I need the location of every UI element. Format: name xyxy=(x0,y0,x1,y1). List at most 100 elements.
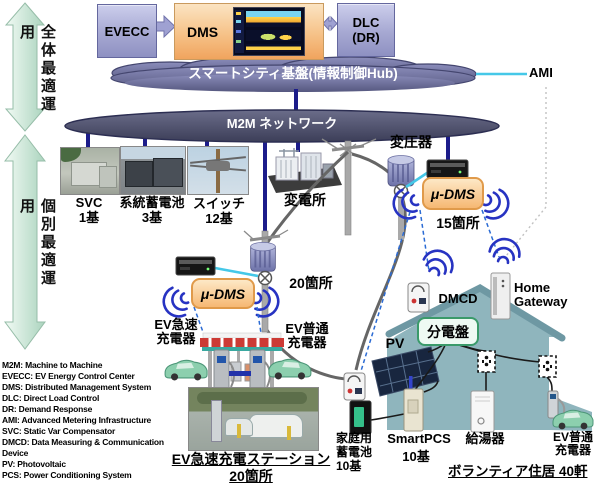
legend-line: AMI: Advanced Metering Infrastructure xyxy=(2,415,152,425)
photo-bollard xyxy=(237,424,241,438)
svc-label: SVC xyxy=(75,195,103,210)
photo-trees xyxy=(61,148,81,162)
switch-count: 12基 xyxy=(205,211,233,226)
mu-dms-15-box: μ-DMS xyxy=(422,177,484,210)
mu-dms-15-count: 15箇所 xyxy=(436,215,480,231)
home-battery-count: 10基 xyxy=(336,459,362,473)
legend-line: DLC: Direct Load Control xyxy=(2,393,100,403)
grid-battery-count: 3基 xyxy=(141,210,163,225)
transformer-label: 変圧器 xyxy=(390,134,432,150)
individual-optimization-arrow xyxy=(3,134,47,350)
photo-switchgear xyxy=(206,161,230,171)
home-gateway-device xyxy=(490,272,511,320)
dmcd-label: DMCD xyxy=(438,291,478,306)
substation-label: 変電所 xyxy=(284,192,326,208)
dlc-label-line1: DLC xyxy=(352,15,380,30)
legend-line: PV: Photovoltaic xyxy=(2,459,66,469)
battery-meter xyxy=(343,372,366,401)
smart-city-platform-label: スマートシティ基盤(情報制御Hub) xyxy=(188,66,398,81)
legend-line: EVECC: EV Energy Control Center xyxy=(2,371,135,381)
substation-illustration xyxy=(268,148,342,193)
svc-count: 1基 xyxy=(78,210,100,225)
transformer-icon xyxy=(387,154,415,187)
utility-pole xyxy=(321,138,377,236)
pole-node-icon xyxy=(257,270,273,286)
svc-photo xyxy=(60,147,120,195)
dms-screenshot-icon xyxy=(236,20,241,23)
mdms15-link xyxy=(405,169,431,189)
smart-city-platform-cloud xyxy=(110,56,477,92)
transformer-pole xyxy=(398,196,404,240)
dms-box: DMS xyxy=(174,3,324,60)
m2m-network-ellipse xyxy=(64,109,500,143)
dms-dlc-arrow xyxy=(322,15,338,32)
dms-chart-bottom xyxy=(246,44,301,52)
overall-optimization-arrow xyxy=(4,2,46,132)
switch-label: スイッチ xyxy=(192,196,245,211)
ev-fast-charger-label-line1: EV急速 xyxy=(154,317,198,332)
ev-station-photo xyxy=(188,387,319,451)
water-heater-label: 給湯器 xyxy=(465,431,505,446)
home-battery-label-line1: 家庭用 xyxy=(336,431,373,445)
photo-container xyxy=(125,161,153,187)
switch-photo xyxy=(187,146,249,195)
distribution-board-box: 分電盤 xyxy=(417,317,479,346)
smart-pcs-device xyxy=(403,376,424,432)
volunteer-house-caption: ボランティア住居 40軒 xyxy=(448,464,588,479)
ev-normal-charger-left-label-line1: EV普通 xyxy=(285,321,329,336)
home-ev-charger-label-line2: 充電器 xyxy=(554,443,591,457)
outlet-icon xyxy=(477,350,496,373)
distribution-board-label: 分電盤 xyxy=(427,323,469,340)
ami-label: AMI xyxy=(529,65,553,80)
dlc-label-line2: (DR) xyxy=(352,30,380,45)
photo-trees xyxy=(197,392,307,404)
grid-battery-label: 系統蓄電池 xyxy=(119,195,185,210)
dms-chart-middle xyxy=(246,30,301,41)
photo-charger-post xyxy=(211,400,222,442)
ev-fast-charger-label-line2: 充電器 xyxy=(156,331,196,346)
mdms15-server xyxy=(426,159,469,179)
pole-transformer-icon xyxy=(249,241,277,273)
home-battery-label-line2: 蓄電池 xyxy=(336,445,373,459)
wifi-icon xyxy=(157,283,194,323)
mdms20-server xyxy=(175,256,216,276)
overall-optimization-label: 全体最適運用 xyxy=(18,24,56,114)
photo-equipment xyxy=(99,166,117,188)
ev-normal-charger-left-label-line2: 充電器 xyxy=(287,335,327,350)
photo-bollard xyxy=(287,426,291,440)
photo-container xyxy=(153,158,183,187)
ev-station-caption-line2: 20箇所 xyxy=(229,468,273,484)
smart-pcs-count: 10基 xyxy=(402,449,430,464)
photo-white-car xyxy=(249,414,303,438)
dms-screenshot-icon xyxy=(236,12,241,15)
legend-line: SVC: Static Var Compensator xyxy=(2,426,116,436)
home-gateway-label-line1: Home xyxy=(514,280,551,295)
photo-pole xyxy=(216,149,220,193)
mu-dms-20-box: μ-DMS xyxy=(191,278,255,309)
wifi-icon xyxy=(419,244,459,281)
abbreviation-legend: M2M: Machine to Machine EVECC: EV Energy… xyxy=(2,360,180,481)
individual-optimization-label: 個別最適運用 xyxy=(18,198,56,288)
evecc-label: EVECC xyxy=(104,23,150,39)
legend-line: M2M: Machine to Machine xyxy=(2,360,103,370)
wifi-icon xyxy=(486,235,524,266)
evecc-box: EVECC xyxy=(97,4,157,58)
smart-pcs-label: SmartPCS xyxy=(387,431,451,446)
dms-label: DMS xyxy=(187,24,219,40)
mu-dms-15-label: μ-DMS xyxy=(430,185,476,202)
legend-line: DMS: Distributed Management System xyxy=(2,382,152,392)
ami-dropline xyxy=(505,87,547,257)
home-battery-device xyxy=(349,400,372,435)
home-ev-charger xyxy=(547,390,566,419)
dms-chart-top xyxy=(246,11,301,27)
mdms20-link xyxy=(214,266,259,278)
ev-car-icon xyxy=(268,358,312,380)
evecc-dms-arrow xyxy=(155,14,176,39)
ev-station-illustration xyxy=(200,332,284,391)
pv-panel-icon xyxy=(371,346,440,397)
dmcd-meter xyxy=(407,282,430,313)
dms-screenshot-icon xyxy=(236,40,241,43)
dlc-box: DLC (DR) xyxy=(337,3,395,57)
